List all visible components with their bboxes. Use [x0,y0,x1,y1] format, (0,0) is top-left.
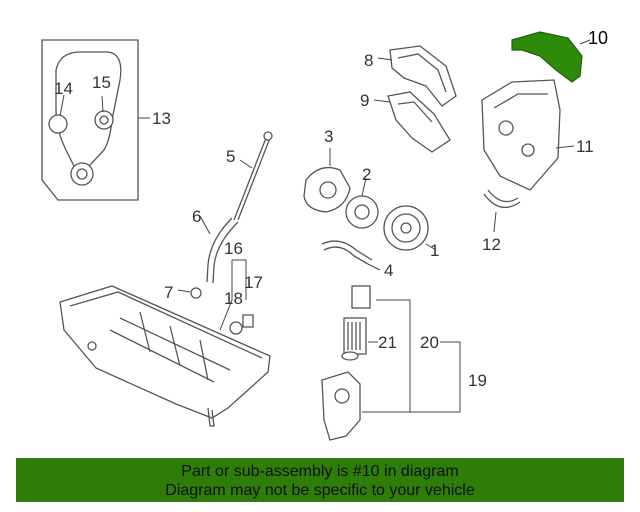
callout-17: 17 [244,273,263,292]
callout-21: 21 [378,333,397,352]
callout-4: 4 [384,261,393,280]
banner-line-2: Diagram may not be specific to your vehi… [165,482,475,499]
timing-cover-part-10 [511,31,583,83]
callout-6: 6 [192,207,201,226]
callout-12: 12 [482,235,501,254]
callout-13: 13 [152,109,171,128]
callout-3: 3 [324,127,333,146]
timing-belt-inset [41,39,150,201]
parts-diagram: 1 2 3 4 5 6 7 8 9 10 11 12 13 14 15 16 1… [41,28,608,441]
callout-2: 2 [362,165,371,184]
callout-19: 19 [468,371,487,390]
callout-8: 8 [364,51,373,70]
front-drive-components [303,148,437,271]
callout-11: 11 [576,137,594,156]
callout-10: 10 [588,28,608,48]
callout-14: 14 [54,79,73,98]
drain-plug-group [219,259,254,335]
timing-covers [373,45,457,153]
oil-pan [59,285,271,427]
rear-timing-cover [481,79,575,233]
dipstick-assembly [177,131,273,299]
part-10-highlight [511,31,591,83]
oil-filter-group [321,285,461,441]
callout-5: 5 [226,147,235,166]
callout-16: 16 [224,239,243,258]
notice-banner: Part or sub-assembly is #10 in diagram D… [16,458,624,502]
callout-9: 9 [360,91,369,110]
callout-15: 15 [92,73,111,92]
banner-line-1: Part or sub-assembly is #10 in diagram [181,463,459,480]
callout-18: 18 [224,289,243,308]
callout-1: 1 [430,241,439,260]
callout-7: 7 [164,283,173,302]
callout-20: 20 [420,333,439,352]
